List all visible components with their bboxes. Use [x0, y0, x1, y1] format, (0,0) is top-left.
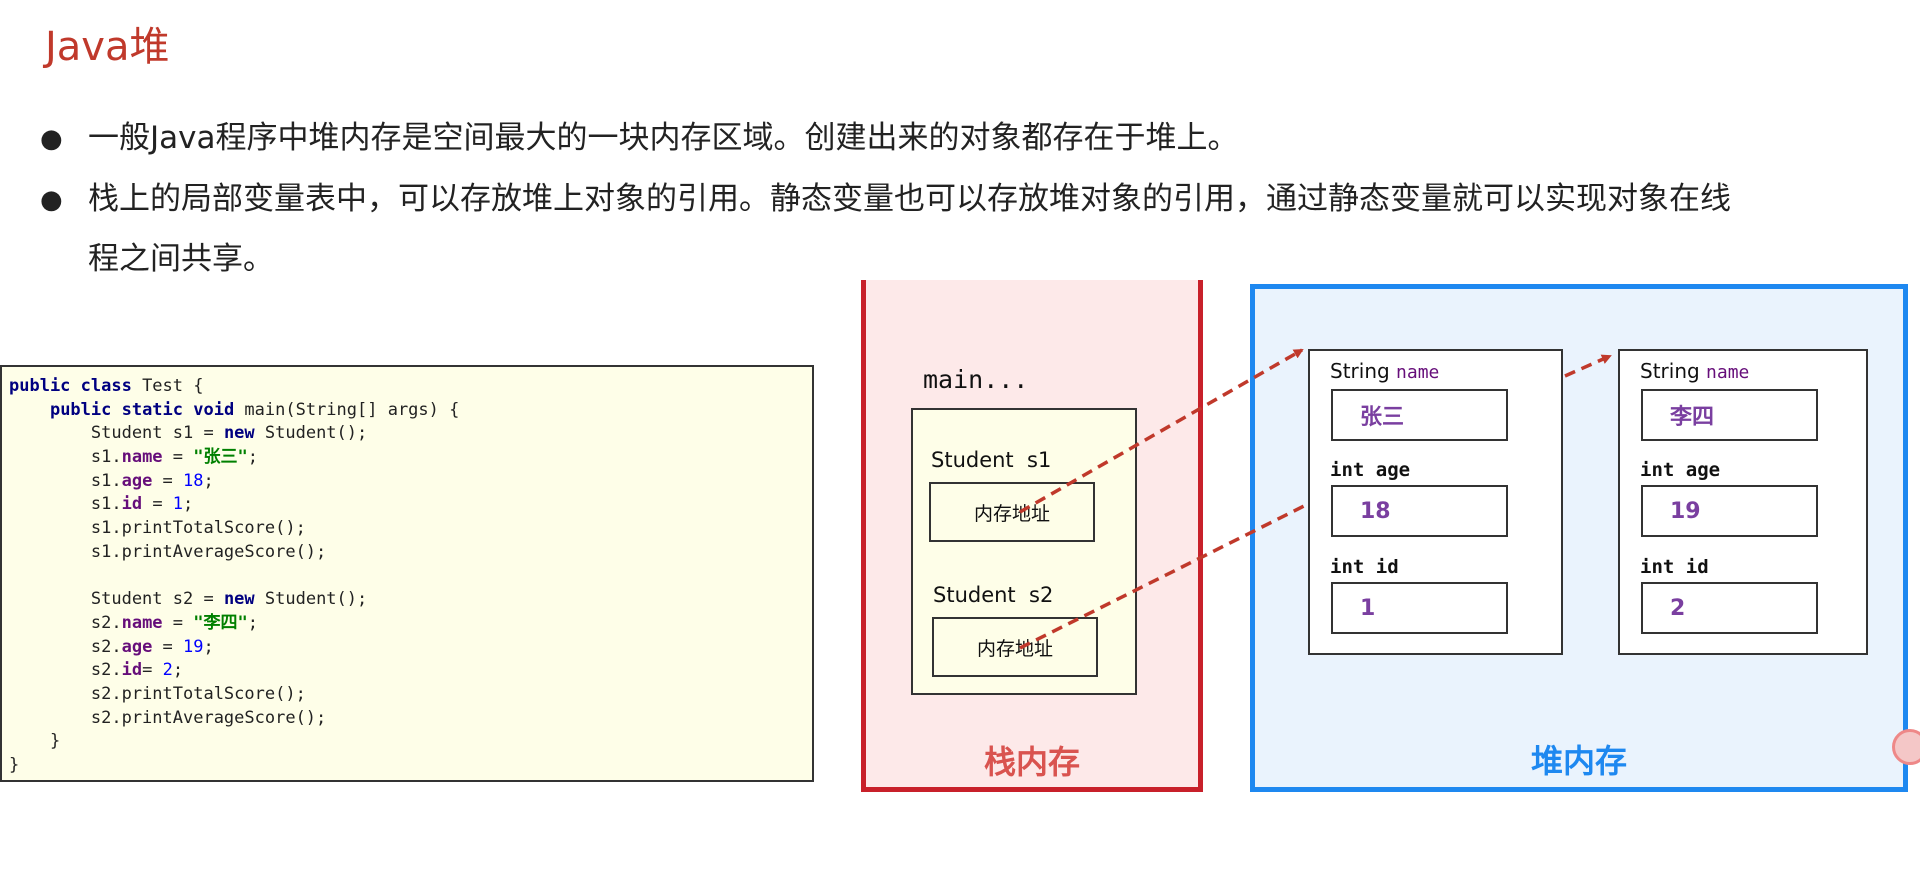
code-line: public class Test { [9, 375, 812, 399]
code-text: s1. [9, 470, 122, 491]
code-text: = [152, 636, 184, 657]
code-line: s1.printTotalScore(); [9, 518, 306, 539]
field-type: String [1640, 359, 1707, 383]
code-text: Student(); [254, 423, 368, 444]
code-line: Student s2 = new Student(); [9, 588, 812, 612]
heap-memory-region: String name 张三 int age 18 int id 1 Strin… [1250, 284, 1908, 792]
field-type: String [1330, 359, 1397, 383]
heap-object: String name 张三 int age 18 int id 1 [1308, 349, 1563, 655]
field-value-id: 2 [1641, 582, 1818, 634]
code-number: 1 [172, 494, 184, 515]
field-label-id: int id [1640, 556, 1709, 578]
code-text: s1. [9, 447, 122, 468]
code-field: name [121, 612, 163, 633]
bullet-dot-icon: ● [40, 124, 63, 154]
code-field: id [121, 660, 143, 681]
code-text: ; [247, 447, 258, 468]
code-text: s2. [9, 612, 122, 633]
stack-var-label: Student s1 [931, 448, 1052, 472]
field-name: name [1396, 362, 1440, 383]
stack-memory-title: 栈内存 [983, 743, 1080, 781]
code-text: ; [183, 494, 194, 515]
code-text: Student(); [254, 589, 368, 610]
code-text: s1. [9, 494, 122, 515]
field-label-age: int age [1330, 459, 1411, 481]
stack-var-label: Student s2 [933, 583, 1054, 607]
code-line: s1.name = "张三"; [9, 446, 812, 470]
code-string: "张三" [193, 447, 248, 468]
code-number: 18 [183, 470, 204, 491]
code-block: public class Test { public static void m… [0, 365, 814, 782]
code-text: s2. [9, 660, 122, 681]
code-text: Student s2 = [9, 589, 224, 610]
code-text: ; [172, 660, 184, 681]
code-line: s2.name = "李四"; [9, 612, 812, 636]
floating-assistant-icon[interactable] [1892, 729, 1920, 765]
heap-memory-title: 堆内存 [1530, 742, 1627, 780]
code-text: = [162, 447, 194, 468]
code-line: public static void main(String[] args) { [9, 399, 812, 423]
code-line: } [9, 755, 20, 775]
bullet-text: 栈上的局部变量表中，可以存放堆上对象的引用。静态变量也可以存放堆对象的引用，通过… [88, 181, 1731, 277]
code-number: 2 [162, 660, 173, 681]
code-line: s1.printAverageScore(); [9, 541, 327, 562]
code-line: s2.printAverageScore(); [9, 707, 327, 728]
code-line: s2.age = 19; [9, 636, 812, 660]
code-text: = [152, 470, 184, 491]
field-value-name: 李四 [1641, 389, 1818, 441]
code-field: age [121, 470, 153, 491]
field-label-id: int id [1330, 556, 1399, 578]
code-line: } [9, 731, 61, 752]
code-string: "李四" [193, 612, 248, 633]
code-text: ; [203, 470, 214, 491]
code-field: name [121, 447, 163, 468]
reference-arrow-name [1564, 354, 1612, 378]
code-keyword: public class [9, 376, 132, 396]
field-value-id: 1 [1331, 582, 1508, 634]
code-keyword: public static void [49, 399, 235, 420]
code-field: id [121, 494, 143, 515]
reference-arrow-s1 [1019, 348, 1304, 514]
code-number: 19 [183, 636, 204, 657]
field-value-name: 张三 [1331, 389, 1508, 441]
bullet-list: ● 一般Java程序中堆内存是空间最大的一块内存区域。创建出来的对象都存在于堆上… [40, 108, 1740, 289]
code-text: ; [247, 612, 258, 633]
code-text: Test { [131, 376, 204, 396]
code-text: main(String[] args) { [234, 399, 460, 420]
page-title: Java堆 [45, 24, 170, 70]
code-text: = [142, 660, 163, 681]
code-text: = [162, 612, 194, 633]
code-line: Student s1 = new Student(); [9, 422, 812, 446]
field-label-name: String name [1330, 359, 1439, 383]
code-line: s1.id = 1; [9, 493, 812, 517]
reference-arrow-s2 [1019, 503, 1307, 650]
bullet-dot-icon: ● [40, 185, 63, 215]
code-text: Student s1 = [9, 423, 224, 444]
stack-memory-region: main... Student s1 内存地址 Student s2 内存地址 … [861, 280, 1203, 792]
field-label-name: String name [1640, 359, 1749, 383]
bullet-item: ● 一般Java程序中堆内存是空间最大的一块内存区域。创建出来的对象都存在于堆上… [40, 108, 1740, 169]
code-line: s2.printTotalScore(); [9, 683, 306, 704]
stack-var-address: 内存地址 [929, 482, 1095, 542]
bullet-item: ● 栈上的局部变量表中，可以存放堆上对象的引用。静态变量也可以存放堆对象的引用，… [40, 169, 1740, 289]
code-text: s2. [9, 636, 122, 657]
heap-object: String name 李四 int age 19 int id 2 [1618, 349, 1868, 655]
code-line: s2.id= 2; [9, 659, 812, 683]
code-text: = [142, 494, 173, 515]
field-name: name [1706, 362, 1750, 383]
code-text: ; [203, 636, 214, 657]
bullet-text: 一般Java程序中堆内存是空间最大的一块内存区域。创建出来的对象都存在于堆上。 [88, 120, 1239, 156]
code-keyword: new [223, 589, 255, 610]
code-field: age [121, 636, 153, 657]
field-label-age: int age [1640, 459, 1721, 481]
code-keyword: new [223, 423, 255, 444]
stack-frame-label: main... [923, 365, 1029, 394]
stack-var-address: 内存地址 [932, 617, 1098, 677]
field-value-age: 19 [1641, 485, 1818, 537]
code-line: s1.age = 18; [9, 470, 812, 494]
field-value-age: 18 [1331, 485, 1508, 537]
